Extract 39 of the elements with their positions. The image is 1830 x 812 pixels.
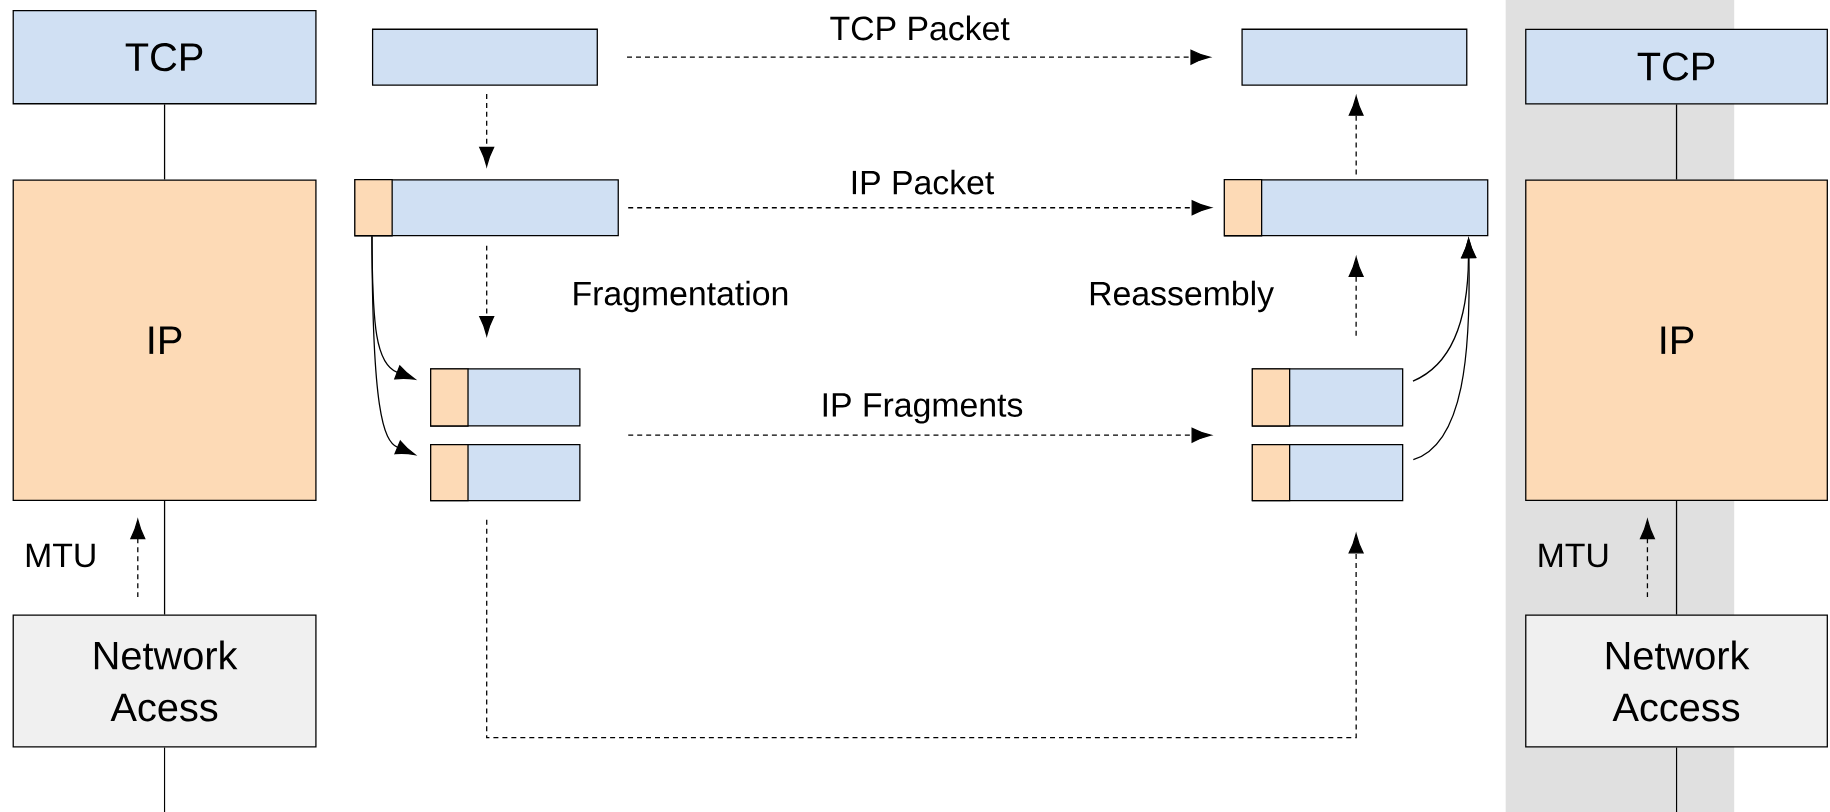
edge-label: IP Fragments	[823, 393, 1023, 424]
packet-bar	[371, 28, 598, 86]
packet-bar	[1223, 178, 1489, 237]
layer-box: Network Access	[1525, 614, 1828, 748]
layer-box: Network Acess	[12, 614, 317, 748]
edge-label: TCP Packet	[830, 15, 1010, 41]
arrow	[627, 427, 1212, 443]
packet-bar	[1241, 28, 1468, 86]
packet-bar	[354, 178, 619, 237]
connector-line	[1675, 500, 1678, 616]
connector-line	[1675, 103, 1678, 180]
layer-box: IP	[12, 179, 317, 501]
arrow	[1348, 256, 1364, 337]
arrow	[627, 200, 1212, 216]
packet-bar	[1251, 368, 1404, 427]
edge-label: IP Packet	[852, 169, 995, 195]
arrow	[486, 519, 1364, 739]
arrow	[1412, 238, 1477, 461]
arrow	[1348, 95, 1364, 175]
arrow	[371, 235, 416, 456]
arrow	[479, 244, 495, 336]
arrow	[479, 93, 495, 167]
packet-bar	[1251, 443, 1404, 502]
connector-line	[163, 500, 166, 616]
layer-box: TCP	[1525, 28, 1828, 105]
edge-label: MTU	[1539, 543, 1608, 568]
packet-bar	[430, 368, 581, 427]
edge-label: MTU	[26, 543, 95, 568]
process-label: Fragmentation	[574, 280, 788, 313]
layer-box: TCP	[12, 9, 317, 105]
process-label: Reassembly	[1090, 280, 1274, 313]
packet-bar	[430, 443, 581, 502]
arrow	[130, 519, 146, 598]
layer-box: IP	[1525, 179, 1828, 501]
arrow	[1639, 519, 1655, 598]
connector-line	[163, 746, 166, 812]
arrow	[626, 49, 1211, 65]
connector-line	[163, 103, 166, 180]
connector-line	[1675, 746, 1678, 812]
